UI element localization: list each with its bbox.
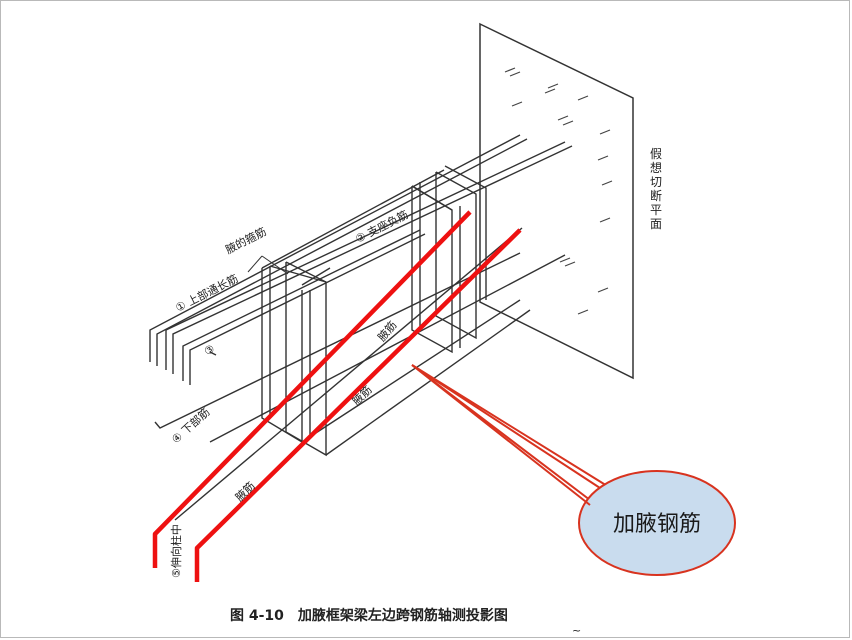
label-haunch-stirrup: 腋的箍筋 xyxy=(223,224,269,256)
short-bar-3 xyxy=(209,351,217,356)
plane-label-char: 面 xyxy=(650,217,662,231)
plane-label-char: 想 xyxy=(650,160,662,175)
plane-label-char: 假 xyxy=(650,147,662,161)
callout-leader-2 xyxy=(411,364,591,506)
bar-end-marks xyxy=(504,67,613,315)
stirrups xyxy=(261,165,531,457)
support-bar-2 xyxy=(189,233,426,385)
corner-mark: ~ xyxy=(572,624,581,637)
plane-label-char: 平 xyxy=(650,203,662,217)
callout-bubble xyxy=(578,470,736,576)
haunch-bar-plain xyxy=(174,227,523,521)
support-bar-1 xyxy=(182,229,421,381)
label-haunch-bar-lower: 腋筋 xyxy=(232,479,257,504)
callout-leader xyxy=(411,364,601,489)
callout-text: 加腋钢筋 xyxy=(613,512,701,537)
top-long-bar-1 xyxy=(149,134,521,362)
stirrup-leaders xyxy=(247,255,289,275)
label-bottom-bar: ④ 下部筋 xyxy=(169,405,213,446)
plane-label: 假想切断平面 xyxy=(650,147,662,231)
top-long-bar-2 xyxy=(156,138,528,366)
rebar-cage xyxy=(149,134,573,521)
haunch-bar-red-lower xyxy=(194,228,522,582)
plane-label-char: 切 xyxy=(650,175,662,189)
haunch-bars-highlight xyxy=(152,210,522,582)
callout-pointer xyxy=(411,364,621,512)
top-long-bar-4 xyxy=(172,145,573,374)
imaginary-cut-plane xyxy=(479,22,634,380)
bottom-bar-1 xyxy=(154,252,521,429)
figure-caption: 图 4-10 加腋框架梁左边跨钢筋轴测投影图 xyxy=(230,607,508,624)
bottom-bar-2 xyxy=(209,254,566,443)
label-column-end: ⑤伸向柱中 xyxy=(169,524,183,578)
label-haunch-bar-middle: 腋筋 xyxy=(349,383,374,408)
haunch-bar-red-upper xyxy=(152,210,472,568)
top-long-bar-3 xyxy=(165,141,566,370)
plane-label-char: 断 xyxy=(650,188,662,203)
label-bar-3: ③ xyxy=(202,342,218,358)
